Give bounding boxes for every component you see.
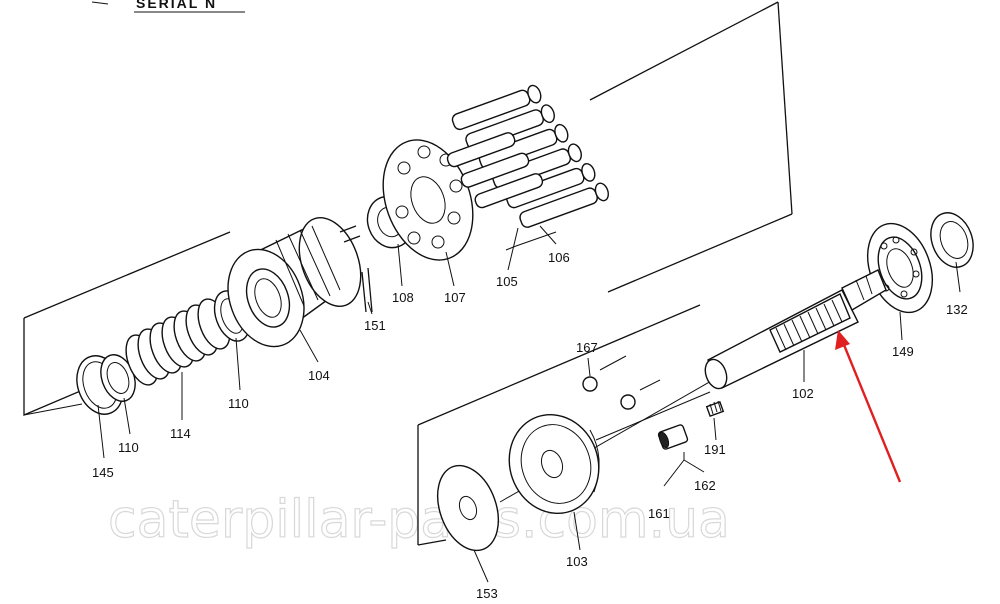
part-114-spring <box>125 298 231 386</box>
label-162: 162 <box>694 478 716 493</box>
label-191: 191 <box>704 442 726 457</box>
label-107: 107 <box>444 290 466 305</box>
leader-lines <box>97 225 961 583</box>
part-102-drive-shaft <box>704 269 887 390</box>
part-161-plug <box>657 424 689 450</box>
label-132: 132 <box>946 302 968 317</box>
label-106: 106 <box>548 250 570 265</box>
highlight-arrow <box>835 330 902 483</box>
lower-assembly-frame <box>417 304 711 546</box>
part-167-balls <box>582 355 661 410</box>
label-114: 114 <box>170 426 191 441</box>
part-153-plate <box>436 464 500 552</box>
part-104-cylinder-block <box>227 217 362 348</box>
watermark: caterpillar-parts.com.ua <box>108 490 730 550</box>
label-161: 161 <box>648 506 670 521</box>
label-145: 145 <box>92 465 114 480</box>
label-153: 153 <box>476 586 498 601</box>
part-151-pins <box>361 267 373 313</box>
label-108: 108 <box>392 290 414 305</box>
part-132-oil-seal <box>930 212 974 268</box>
label-167: 167 <box>576 340 598 355</box>
header-mark <box>91 1 109 5</box>
part-110-washer-left <box>100 354 136 402</box>
label-110-right: 110 <box>228 396 249 411</box>
part-191-screw <box>705 400 725 417</box>
part-103-valve-plate <box>508 413 600 515</box>
header-fragment: SERIAL N <box>136 0 217 11</box>
label-103: 103 <box>566 554 588 569</box>
label-149: 149 <box>892 344 914 359</box>
label-104: 104 <box>308 368 330 383</box>
part-105-106-pistons <box>446 84 609 228</box>
label-105: 105 <box>496 274 518 289</box>
upper-assembly-frame <box>23 1 793 416</box>
label-151: 151 <box>364 318 386 333</box>
label-110-left: 110 <box>118 440 139 455</box>
label-102: 102 <box>792 386 814 401</box>
